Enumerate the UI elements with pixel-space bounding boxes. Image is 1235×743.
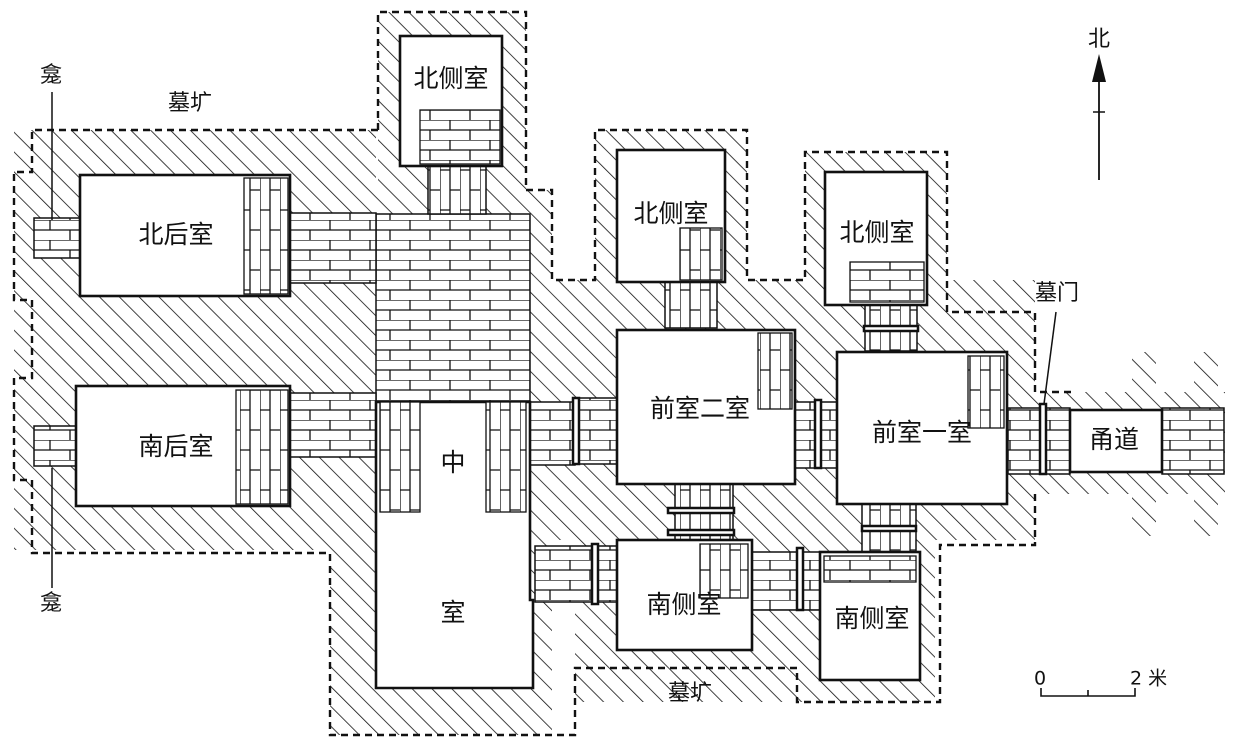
scale-end-label: 2 米 <box>1130 668 1167 690</box>
label-niche-top: 龛 <box>40 63 62 88</box>
room-passage <box>1068 408 1164 474</box>
label-front-room-2: 前室二室 <box>650 394 750 423</box>
label-passage: 甬道 <box>1089 425 1139 454</box>
door-frames <box>571 324 1048 612</box>
label-central-top: 中 <box>440 448 465 477</box>
label-north-side-central: 北侧室 <box>413 64 488 93</box>
north-label: 北 <box>1088 27 1110 52</box>
tomb-pit-outline <box>12 10 1075 737</box>
masonry-remains <box>235 109 1005 599</box>
label-tomb-door: 墓门 <box>1035 281 1079 306</box>
label-south-side-front2: 南侧室 <box>646 590 721 619</box>
label-south-rear: 南后室 <box>138 432 213 461</box>
label-south-side-front1: 南侧室 <box>834 604 909 633</box>
label-front-room-1: 前室一室 <box>872 418 972 447</box>
label-north-side-front2: 北侧室 <box>633 199 708 228</box>
leader-lines <box>51 92 1057 588</box>
label-tomb-pit-top: 墓圹 <box>168 91 212 116</box>
scale-bar: 0 2 米 <box>1034 668 1167 697</box>
scale-start-label: 0 <box>1034 668 1046 690</box>
north-arrow-icon: 北 <box>1088 27 1110 180</box>
label-central-bottom: 室 <box>440 598 465 627</box>
label-north-rear: 北后室 <box>138 220 213 249</box>
label-niche-bottom: 龛 <box>40 591 62 616</box>
label-tomb-pit-bottom: 墓圹 <box>668 681 712 706</box>
label-north-side-front1: 北侧室 <box>839 218 914 247</box>
